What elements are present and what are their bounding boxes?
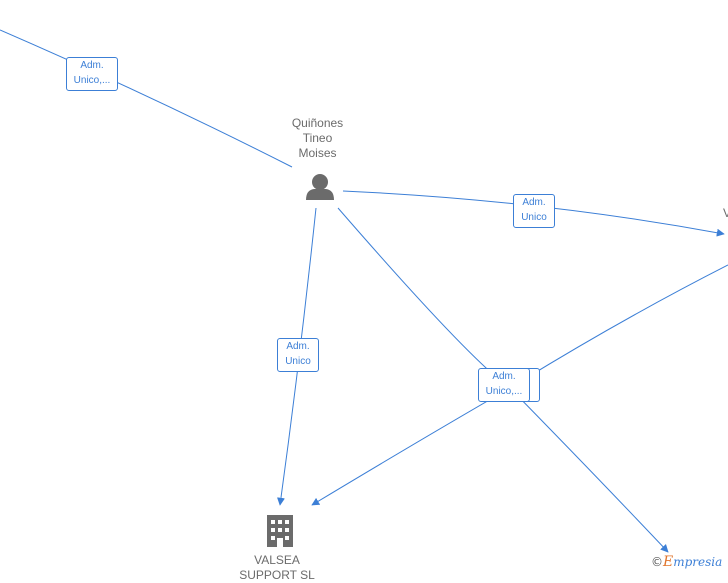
edge-line-up-right — [509, 264, 728, 389]
edge-label-center[interactable]: Adm. Unico,... — [478, 368, 530, 402]
building-icon[interactable] — [267, 515, 293, 547]
edge-label-top-left[interactable]: Adm. Unico,... — [66, 57, 118, 91]
edge-label-right[interactable]: Adm. Unico — [513, 194, 555, 228]
edge-line-to-company — [311, 387, 511, 506]
edge-line-top-left — [0, 29, 293, 168]
edge-line-down-right — [509, 387, 669, 553]
right-node-label: V — [723, 206, 728, 220]
edge-line-diagonal — [337, 207, 511, 389]
edge-label-company[interactable]: Adm. Unico — [277, 338, 319, 372]
empresia-logo: ©Empresia — [651, 554, 723, 570]
person-icon[interactable] — [306, 174, 334, 200]
person-label: Quiñones Tineo Moises — [291, 116, 344, 160]
company-label: VALSEA SUPPORT SL — [239, 553, 315, 582]
